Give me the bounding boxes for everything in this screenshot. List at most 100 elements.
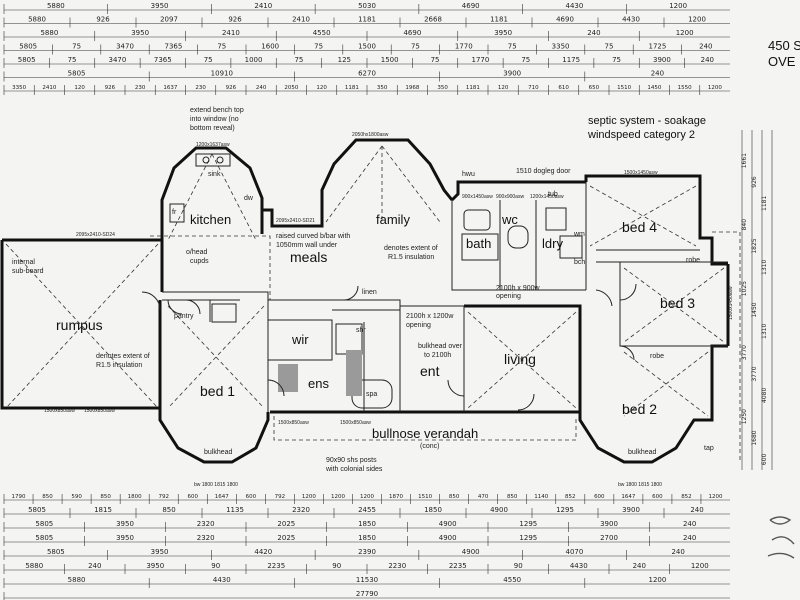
window-verandah-2: 1500x850asw <box>340 420 371 426</box>
dimension-value: 3470 <box>116 43 134 51</box>
dimension-value: 1181 <box>490 16 508 24</box>
dimension-value: 2230 <box>388 562 406 570</box>
verandah-sub-label: (conc) <box>420 443 439 450</box>
meals-label: meals <box>290 249 327 265</box>
dimension-value: 1295 <box>519 520 537 528</box>
note-rumpus-insulation-1: denotes extent of <box>96 353 150 360</box>
dimension-value: 2410 <box>222 29 240 37</box>
dimension-value: 2235 <box>267 562 285 570</box>
ent-label: ent <box>420 363 440 379</box>
wm-label: wm <box>573 231 585 238</box>
right-dimension-value: 1025 <box>741 281 748 296</box>
dimension-value: 75 <box>217 43 226 51</box>
dimension-value: 75 <box>68 56 77 64</box>
dimension-value: 10910 <box>211 70 233 78</box>
dimension-value: 5880 <box>40 29 58 37</box>
dimension-value: 6270 <box>358 70 376 78</box>
sink-label: sink <box>208 171 221 178</box>
note-septic: septic system - soakage <box>588 115 706 127</box>
window-verandah-1: 1500x850asw <box>278 420 309 426</box>
note-extend-bench-3: bottom reveal) <box>190 125 235 132</box>
bed2-label: bed 2 <box>622 401 657 417</box>
right-dimension-value: 1250 <box>741 409 748 424</box>
dimension-value: 1450 <box>647 85 661 91</box>
dimension-value: 470 <box>478 494 489 500</box>
window-bed4: 1500x1450asw <box>624 170 658 176</box>
dimension-value: 4900 <box>490 506 508 514</box>
window-family-top: 2050hx1800asw <box>352 132 389 138</box>
dimension-value: 1770 <box>472 56 490 64</box>
dimension-value: 90 <box>332 562 341 570</box>
dimension-value: 926 <box>228 16 242 24</box>
dimension-value: 7365 <box>154 56 172 64</box>
note-rumpus-insulation-2: R1.5 insulation <box>96 362 142 369</box>
dimension-value: 926 <box>96 16 110 24</box>
note-opening-1b: opening <box>496 293 521 300</box>
dimension-value: 75 <box>72 43 81 51</box>
bulkhead-label: bulkhead <box>204 449 233 456</box>
dimension-value: 792 <box>158 494 169 500</box>
dimension-value: 852 <box>565 494 576 500</box>
dimension-value: 4550 <box>503 576 521 584</box>
dimension-value: 230 <box>195 85 206 91</box>
dimension-value: 240 <box>256 85 267 91</box>
dimension-value: 1200 <box>688 16 706 24</box>
dimension-value: 75 <box>314 43 323 51</box>
room-labels: kitchen family meals rumpus bed 1 bed 2 … <box>56 171 714 456</box>
window-kitchen-top: 1200x1637asw <box>196 142 230 148</box>
living-label: living <box>504 351 536 367</box>
spa-label: spa <box>366 391 377 398</box>
title-fragment-line1: 450 S <box>768 38 800 53</box>
note-opening-2b: opening <box>406 322 431 329</box>
dimension-value: 1295 <box>556 506 574 514</box>
shr-label: shr <box>356 327 366 334</box>
dimension-value: 75 <box>204 56 213 64</box>
dimension-value: 240 <box>690 506 703 514</box>
dimension-value: 1800 <box>128 494 142 500</box>
dimension-value: 240 <box>699 43 712 51</box>
bath-label: bath <box>466 236 491 251</box>
dimension-value: 2025 <box>277 534 295 542</box>
window-codes: 2050hx1800asw 1200x1637asw 2095x2410-SD2… <box>44 132 734 488</box>
external-walls <box>0 138 730 464</box>
dimension-value: 5805 <box>35 534 53 542</box>
dimension-value: 7365 <box>164 43 182 51</box>
wc-label: wc <box>501 212 518 227</box>
window-wc: 900x900asw <box>496 194 524 200</box>
insulation-dashed-outlines <box>5 145 741 462</box>
dimension-value: 2235 <box>449 562 467 570</box>
dimension-value: 120 <box>498 85 509 91</box>
dimension-value: 1870 <box>389 494 403 500</box>
dimension-value: 3950 <box>131 29 149 37</box>
dimension-value: 4900 <box>462 548 480 556</box>
dimension-value: 27790 <box>356 590 378 598</box>
dimension-value: 1790 <box>12 494 26 500</box>
note-overhead-2: cupds <box>190 258 209 265</box>
dimension-value: 2410 <box>292 16 310 24</box>
right-dimension-value: 1661 <box>741 153 748 168</box>
bch-label: bch <box>574 259 585 266</box>
dimension-value: 3950 <box>151 2 169 10</box>
dimension-value: 125 <box>338 56 351 64</box>
bulkhead2-label: bulkhead <box>628 449 657 456</box>
dimension-value: 1200 <box>708 85 722 91</box>
robe-label: robe <box>686 257 700 264</box>
verandah-label: bullnose verandah <box>372 426 478 441</box>
note-windspeed: windspeed category 2 <box>587 129 695 141</box>
dimension-value: 3950 <box>146 562 164 570</box>
note-family-insulation-2: R1.5 insulation <box>388 254 434 261</box>
dimension-value: 4420 <box>254 548 272 556</box>
ens-label: ens <box>308 376 329 391</box>
dimension-value: 4430 <box>622 16 640 24</box>
dimension-value: 792 <box>275 494 286 500</box>
dimension-value: 4690 <box>462 2 480 10</box>
note-bulkhead-over-1: bulkhead over <box>418 343 463 350</box>
dimension-value: 3470 <box>109 56 127 64</box>
wir-label: wir <box>291 332 309 347</box>
note-sub-board-1: internal <box>12 259 35 266</box>
dimension-value: 1140 <box>534 494 548 500</box>
right-dimension-value: 1680 <box>751 430 758 445</box>
dimension-value: 5805 <box>18 56 36 64</box>
dimension-value: 2320 <box>197 534 215 542</box>
